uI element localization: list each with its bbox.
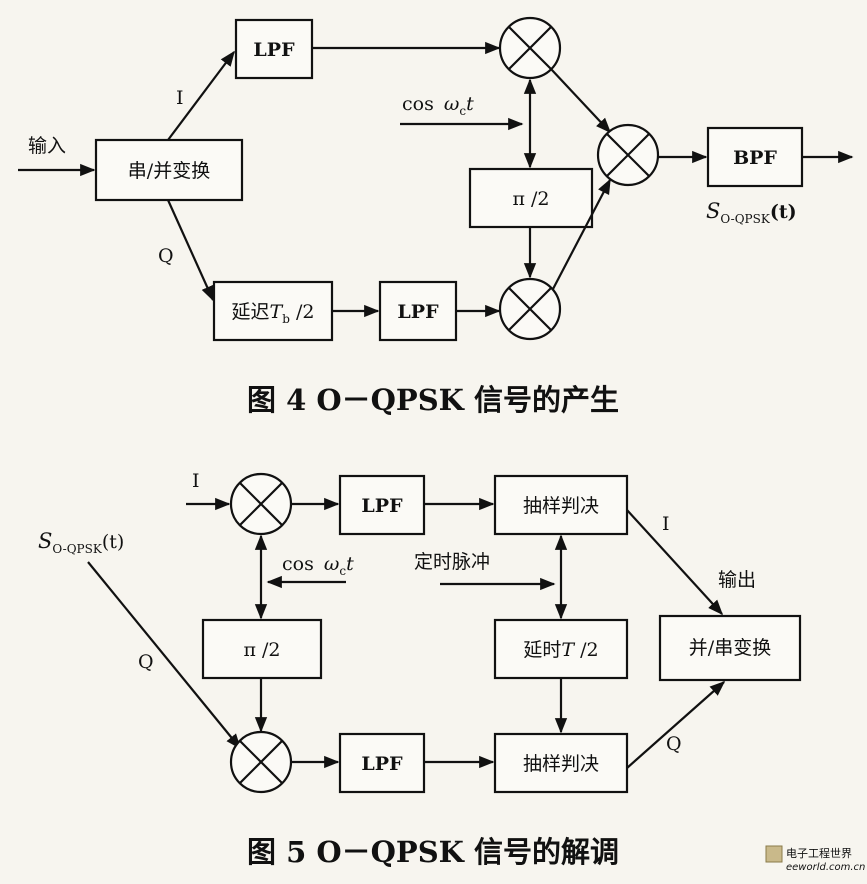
sampler-top-block	[493, 474, 629, 536]
sampler-bottom-block	[493, 732, 629, 794]
parallel-serial-block	[658, 614, 802, 682]
combiner	[596, 123, 660, 187]
q-input-label: Q	[138, 651, 154, 673]
output-label: 输出	[718, 569, 756, 591]
lpf-bottom-label: LPF	[361, 753, 403, 775]
phase-shift-label: π /2	[512, 188, 549, 210]
delay-tb-label: 延迟Tb /2	[232, 301, 315, 326]
demod-phase-shift-label: π /2	[243, 639, 280, 661]
demod-mixer-i	[229, 472, 293, 536]
i-input-label: I	[192, 470, 200, 492]
sampler-top-label: 抽样判决	[523, 495, 599, 517]
demod-phase-shift-block	[201, 618, 323, 680]
q-output-label: Q	[666, 733, 682, 755]
sampler-bottom-to-ps-arrow	[626, 680, 726, 769]
eeworld-watermark: 电子工程世界 eeworld.com.cn	[765, 845, 865, 873]
i-branch-label: I	[176, 87, 184, 109]
delay-tb-block	[212, 280, 334, 342]
sampler-top-to-ps-arrow	[626, 509, 724, 616]
watermark-title: 电子工程世界	[786, 847, 852, 860]
sampler-bottom-label: 抽样判决	[523, 753, 599, 775]
timing-pulse-label: 定时脉冲	[414, 551, 490, 573]
mixer-q-to-sum-arrow	[552, 178, 611, 290]
lpf-top-block	[338, 474, 426, 536]
output-signal-label: SO-QPSK(t)	[706, 199, 797, 226]
mixer-i	[498, 16, 562, 80]
q-input-arrow	[87, 561, 241, 750]
bpf-label: BPF	[733, 147, 777, 169]
phase-shift-block	[468, 167, 594, 229]
parallel-serial-label: 并/串变换	[689, 637, 771, 659]
i-output-label: I	[662, 513, 670, 535]
delay-t-label: 延时T /2	[523, 639, 598, 661]
mixer-i-to-sum-arrow	[550, 68, 612, 134]
figure-5-caption: 图 5 O－QPSK 信号的解调	[247, 835, 619, 869]
i-branch-arrow	[167, 50, 235, 141]
input-label: 输入	[28, 135, 66, 157]
lpf-top-label: LPF	[361, 495, 403, 517]
mixer-q	[498, 277, 562, 341]
watermark-url: eeworld.com.cn	[786, 862, 865, 873]
eeworld-logo-icon	[765, 845, 783, 863]
lpf-q-block	[378, 280, 458, 342]
lpf-bottom-block	[338, 732, 426, 794]
q-branch-arrow	[166, 199, 215, 302]
demod-mixer-q	[229, 730, 293, 794]
bpf-block	[706, 126, 804, 188]
figure-4-caption: 图 4 O－QPSK 信号的产生	[247, 383, 619, 417]
serial-parallel-label: 串/并变换	[128, 160, 210, 182]
input-signal-label: SO-QPSK(t)	[38, 529, 124, 556]
q-branch-label: Q	[158, 245, 174, 267]
delay-t-block	[493, 618, 629, 680]
lpf-q-label: LPF	[397, 301, 439, 323]
lpf-i-label: LPF	[253, 39, 295, 61]
